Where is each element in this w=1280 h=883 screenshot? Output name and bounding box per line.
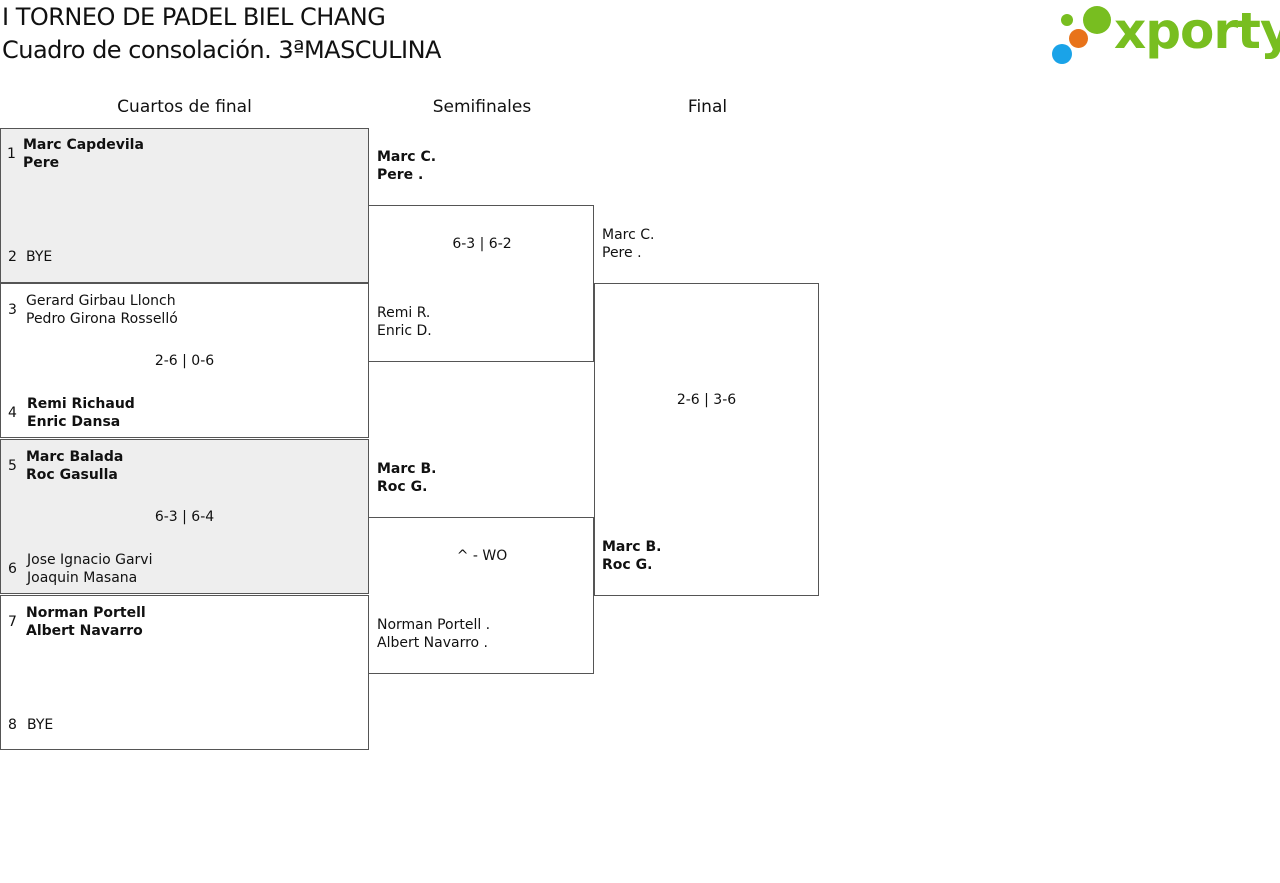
player-name: Enric Dansa bbox=[27, 414, 121, 430]
player-name: Marc Balada bbox=[26, 449, 124, 465]
seed-number: 4 bbox=[8, 405, 17, 421]
semifinal-match-2 bbox=[369, 517, 594, 674]
logo-dot-orange-icon bbox=[1069, 29, 1088, 48]
final-match bbox=[594, 283, 819, 596]
player-name: BYE bbox=[26, 249, 53, 265]
player-name: Roc Gasulla bbox=[26, 467, 118, 483]
seed-number: 8 bbox=[8, 717, 17, 733]
logo-wordmark: xporty bbox=[1114, 2, 1280, 60]
quarterfinal-match-3 bbox=[0, 439, 369, 594]
round-heading-quarterfinals: Cuartos de final bbox=[117, 97, 252, 117]
player-name: Remi R. bbox=[377, 305, 431, 321]
player-name: Gerard Girbau Llonch bbox=[26, 293, 176, 309]
draw-subtitle: Cuadro de consolación. 3ªMASCULINA bbox=[2, 36, 441, 64]
quarterfinal-match-4 bbox=[0, 595, 369, 750]
seed-number: 1 bbox=[7, 146, 16, 162]
player-name: Albert Navarro . bbox=[377, 635, 489, 651]
seed-number: 6 bbox=[8, 561, 17, 577]
player-name: Roc G. bbox=[602, 557, 653, 573]
quarterfinal-match-1 bbox=[0, 128, 369, 283]
logo-dot-small-green-icon bbox=[1061, 14, 1073, 26]
round-heading-semifinals: Semifinales bbox=[432, 97, 532, 117]
player-name: Norman Portell . bbox=[377, 617, 491, 633]
player-name: Jose Ignacio Garvi bbox=[27, 552, 153, 568]
player-name: Joaquin Masana bbox=[27, 570, 138, 586]
player-name: BYE bbox=[27, 717, 54, 733]
player-name: Pedro Girona Rosselló bbox=[26, 311, 178, 327]
round-heading-final: Final bbox=[687, 97, 728, 117]
quarterfinal-match-2 bbox=[0, 283, 369, 438]
semifinal-match-1 bbox=[369, 205, 594, 362]
seed-number: 2 bbox=[8, 249, 17, 265]
player-name: Pere . bbox=[602, 245, 642, 261]
match-score: 2-6 | 3-6 bbox=[676, 392, 737, 408]
player-name: Norman Portell bbox=[26, 605, 146, 621]
player-name: Remi Richaud bbox=[27, 396, 135, 412]
match-score: ^ - WO bbox=[456, 548, 508, 564]
player-name: Marc B. bbox=[602, 539, 662, 555]
logo-dot-blue-icon bbox=[1052, 44, 1072, 64]
player-name: Marc C. bbox=[377, 149, 437, 165]
match-score: 6-3 | 6-4 bbox=[154, 509, 215, 525]
player-name: Marc Capdevila bbox=[23, 137, 144, 153]
match-score: 6-3 | 6-2 bbox=[452, 236, 512, 252]
seed-number: 3 bbox=[8, 302, 17, 318]
player-name: Albert Navarro bbox=[26, 623, 143, 639]
player-name: Roc G. bbox=[377, 479, 428, 495]
player-name: Marc B. bbox=[377, 461, 437, 477]
seed-number: 5 bbox=[8, 458, 17, 474]
tournament-title: I TORNEO DE PADEL BIEL CHANG bbox=[2, 3, 386, 31]
seed-number: 7 bbox=[8, 614, 17, 630]
match-score: 2-6 | 0-6 bbox=[154, 353, 215, 369]
logo-dot-green-icon bbox=[1083, 6, 1111, 34]
player-name: Pere . bbox=[377, 167, 424, 183]
player-name: Marc C. bbox=[602, 227, 655, 243]
player-name: Pere bbox=[23, 155, 60, 171]
xporty-logo: xporty bbox=[1050, 2, 1280, 68]
player-name: Enric D. bbox=[377, 323, 432, 339]
